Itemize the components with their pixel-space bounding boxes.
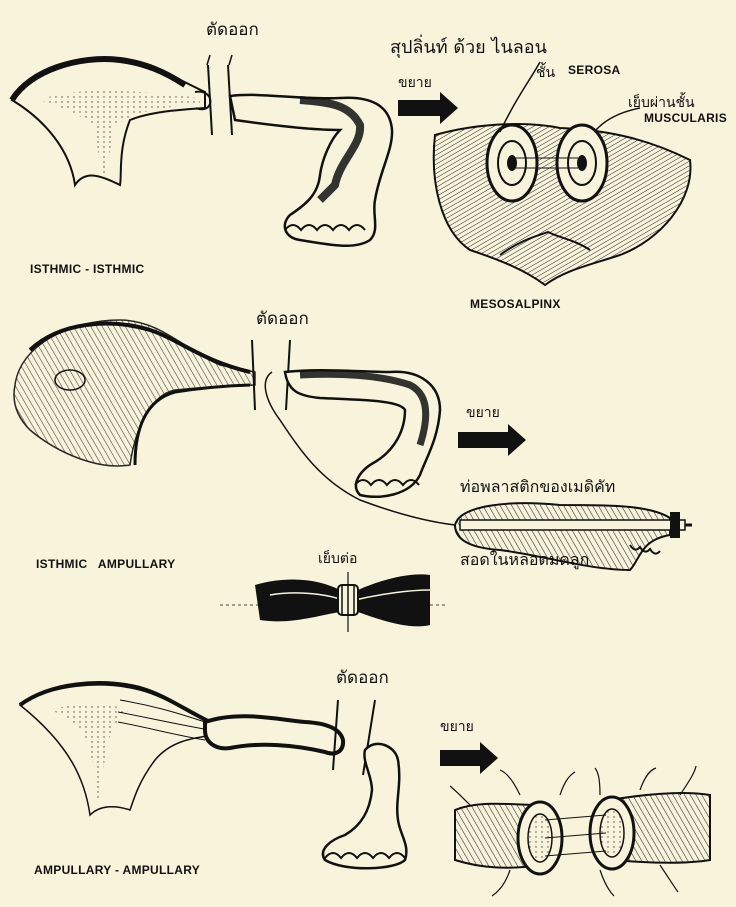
suture-label: สุปลิ่นท์ ด้วย ไนลอน [390,32,547,61]
mesosalpinx-label: MESOSALPINX [470,297,561,311]
tube-label: สอดในหลอดมดลูก [460,548,589,573]
enlarge-label-3: ขยาย [440,716,474,738]
panel-2-label: ISTHMIC AMPULLARY [36,557,175,571]
enlarge-label-2: ขยาย [466,402,500,424]
cut-label-2: ตัดออก [256,305,309,332]
stitch-label: เย็บต่อ [318,548,357,570]
stitch-detail [220,572,445,632]
cut-label-1: ตัดออก [206,16,259,43]
panel-1-label: ISTHMIC - ISTHMIC [30,262,144,276]
panel-1-drawing [12,55,690,285]
uterus-2 [14,320,255,466]
fallopian-tube-3a [205,716,343,753]
serosa-label: SEROSA [568,63,620,77]
cut-label-3: ตัดออก [336,664,389,691]
uterus-3 [20,685,215,815]
serosa-thai-label: ชั้น [536,62,555,84]
enlarge-arrow-3 [440,742,498,774]
enlarge-label-1: ขยาย [398,72,432,94]
panel-3-label: AMPULLARY - AMPULLARY [34,863,200,877]
enlarge-arrow-2 [458,424,526,456]
muscularis-label: MUSCULARIS [644,111,727,125]
enlarge-arrow-1 [398,92,458,124]
catheter-label: ท่อพลาสติกของเมดิคัท [460,475,615,500]
fallopian-tube-1 [230,95,392,246]
fallopian-tube-3b [323,744,406,868]
